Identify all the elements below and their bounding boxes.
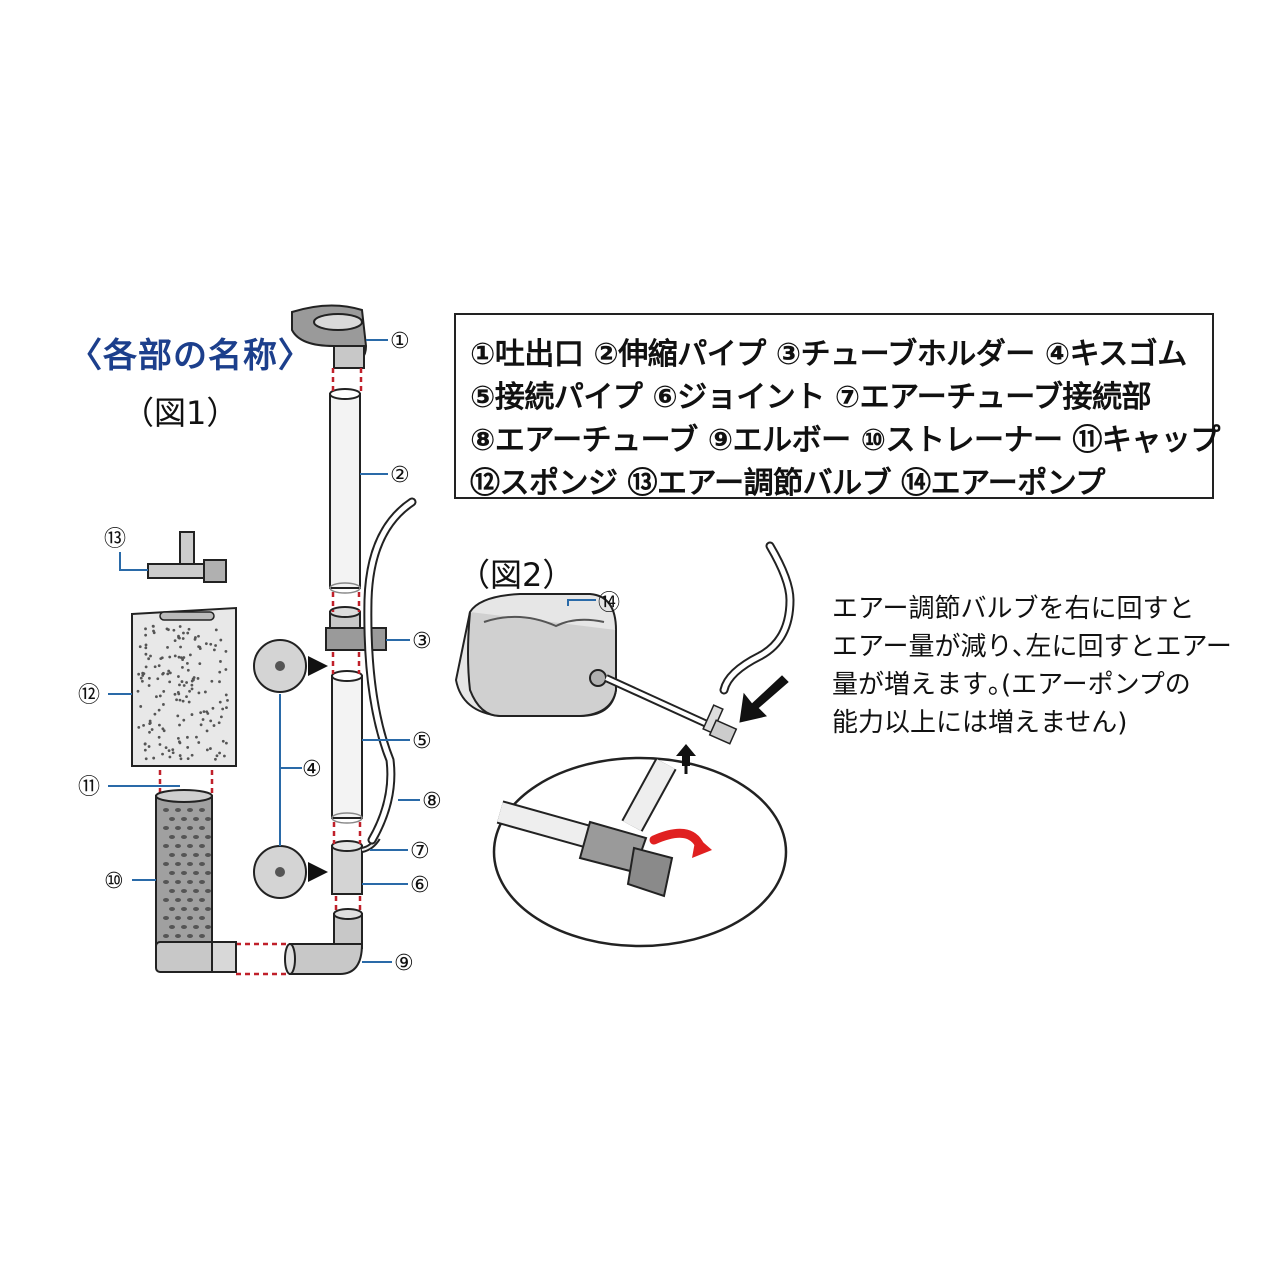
tube-holder <box>325 606 387 651</box>
section-heading: 〈各部の名称〉 <box>68 336 313 376</box>
legend-line: ①吐出口 ②伸縮パイプ ③チューブホルダー ④キスゴム <box>470 337 1187 372</box>
connecting-pipe <box>331 670 363 824</box>
figure2-caption: （図2） <box>458 556 575 594</box>
note-line: 能力以上には増えません) <box>832 708 1128 738</box>
callout-12: ⑫ <box>78 683 100 708</box>
leader-lines <box>108 339 420 963</box>
callout-13: ⑬ <box>104 527 126 552</box>
suction-cup-bottom <box>253 845 307 899</box>
pump-tube <box>604 674 738 745</box>
callout-1: ① <box>390 329 410 354</box>
callout-3: ③ <box>412 629 432 654</box>
air-pump <box>454 593 617 717</box>
callout-8: ⑧ <box>422 789 442 814</box>
callout-10: ⑩ <box>104 869 124 894</box>
zoom-detail <box>492 756 788 948</box>
zoom-pointer-arrow <box>676 744 696 766</box>
outlet-part <box>291 304 368 369</box>
telescopic-pipe <box>329 388 361 594</box>
legend-line: ⑫スポンジ ⑬エアー調節バルブ ⑭エアーポンプ <box>470 466 1105 501</box>
suction-cup-top <box>253 639 307 693</box>
joint-part <box>331 836 381 895</box>
legend-line: ⑧エアーチューブ ⑨エルボー ⑩ストレーナー ⑪キャップ <box>470 423 1220 458</box>
callout-6: ⑥ <box>410 873 430 898</box>
legend-line: ⑤接続パイプ ⑥ジョイント ⑦エアーチューブ接続部 <box>470 380 1152 415</box>
callout-2: ② <box>390 463 410 488</box>
callout-11: ⑪ <box>78 775 100 800</box>
insert-arrow <box>739 675 789 723</box>
sponge <box>131 606 237 767</box>
callout-14: ⑭ <box>598 591 620 616</box>
figure1-caption: （図1） <box>122 394 239 432</box>
assembly-guides <box>158 368 363 976</box>
air-valve-small <box>147 531 227 583</box>
bracket-4 <box>279 694 302 846</box>
callout-7: ⑦ <box>410 839 430 864</box>
note-line: 量が増えます｡(エアーポンプの <box>832 670 1191 700</box>
valve-instruction-note: エアー調節バルブを右に回すと エアー量が減り､左に回すとエアー 量が増えます｡(… <box>832 590 1232 742</box>
loose-air-tube <box>719 541 795 695</box>
air-tube <box>363 497 417 845</box>
note-line: エアー量が減り､左に回すとエアー <box>832 632 1232 662</box>
callout-5: ⑤ <box>412 729 432 754</box>
elbow-part <box>284 908 364 975</box>
strainer <box>155 789 237 973</box>
callout-4: ④ <box>302 757 322 782</box>
parts-legend: ①吐出口 ②伸縮パイプ ③チューブホルダー ④キスゴム ⑤接続パイプ ⑥ジョイン… <box>454 313 1220 501</box>
callout-9: ⑨ <box>394 951 414 976</box>
note-line: エアー調節バルブを右に回すと <box>832 594 1195 624</box>
